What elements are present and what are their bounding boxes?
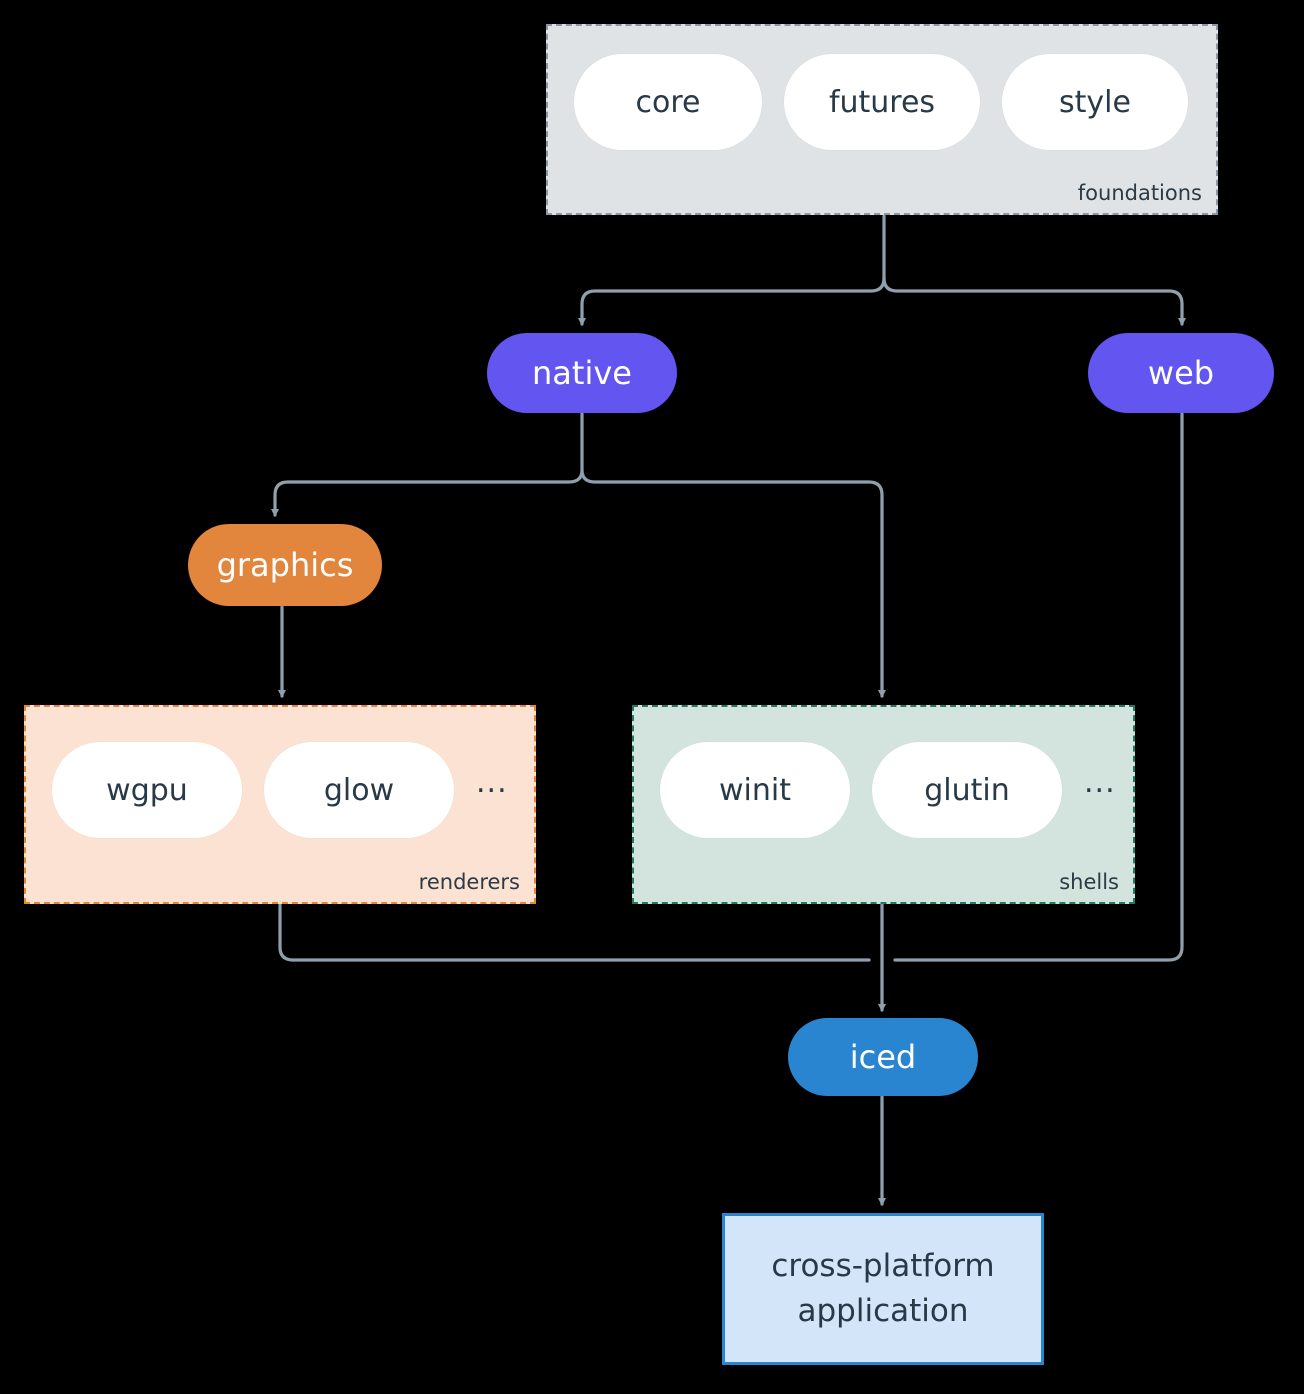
node-glutin[interactable]: glutin <box>872 742 1062 838</box>
node-core-label: core <box>635 84 701 120</box>
edge-native-shells <box>580 468 886 698</box>
edge-native-graphics <box>271 412 584 517</box>
cluster-shells-label: shells <box>1059 870 1119 894</box>
cluster-renderers-label: renderers <box>418 870 520 894</box>
node-style-label: style <box>1059 84 1131 120</box>
node-futures-label: futures <box>828 84 936 120</box>
node-application-label-line2: application <box>797 1293 969 1329</box>
node-native-label: native <box>532 354 632 392</box>
node-style[interactable]: style <box>1002 54 1188 150</box>
node-graphics[interactable]: graphics <box>188 524 382 606</box>
cluster-renderers: wgpu glow ... renderers <box>24 705 536 904</box>
cluster-foundations: core futures style foundations <box>546 24 1218 215</box>
node-shells-more: ... <box>1084 765 1116 800</box>
node-futures[interactable]: futures <box>784 54 980 150</box>
node-iced[interactable]: iced <box>788 1018 978 1096</box>
cluster-shells-members: winit glutin ... <box>660 735 1116 845</box>
edge-foundations-web <box>882 276 1186 326</box>
node-application-label-line1: cross-platform <box>771 1248 995 1285</box>
node-core[interactable]: core <box>574 54 762 150</box>
node-glow-label: glow <box>323 772 395 808</box>
node-graphics-label: graphics <box>216 546 354 584</box>
node-glutin-label: glutin <box>924 772 1010 808</box>
node-renderers-more: ... <box>476 765 508 800</box>
node-winit[interactable]: winit <box>660 742 850 838</box>
node-wgpu[interactable]: wgpu <box>52 742 242 838</box>
node-native[interactable]: native <box>487 333 677 413</box>
cluster-foundations-label: foundations <box>1077 181 1202 205</box>
node-application[interactable]: cross-platform application <box>722 1213 1044 1365</box>
node-web-label: web <box>1147 354 1215 392</box>
node-web[interactable]: web <box>1088 333 1274 413</box>
cluster-shells: winit glutin ... shells <box>632 705 1135 904</box>
node-glow[interactable]: glow <box>264 742 454 838</box>
node-iced-label: iced <box>849 1038 917 1076</box>
cluster-foundations-members: core futures style <box>574 54 1188 150</box>
node-winit-label: winit <box>719 772 791 808</box>
edge-foundations-native <box>578 214 886 326</box>
node-wgpu-label: wgpu <box>106 772 188 808</box>
cluster-renderers-members: wgpu glow ... <box>52 735 508 845</box>
edge-renderers-iced <box>278 903 871 962</box>
